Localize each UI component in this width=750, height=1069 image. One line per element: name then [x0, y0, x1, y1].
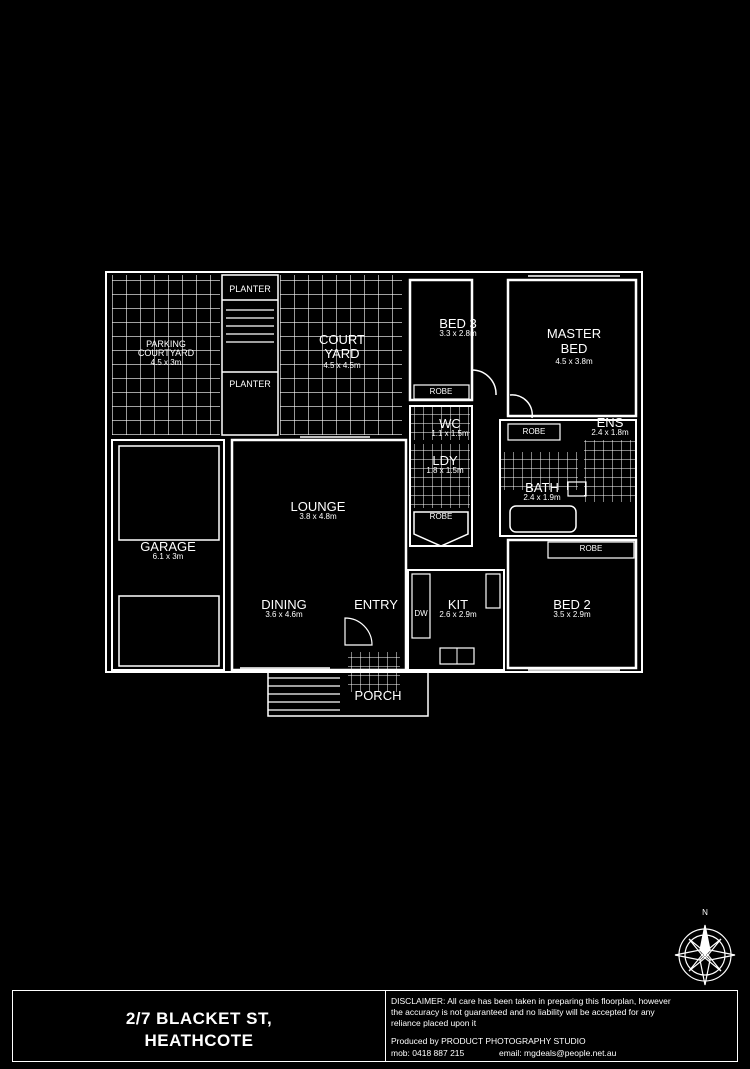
lounge-dining-wall	[230, 438, 408, 672]
porch-paving	[348, 652, 400, 692]
title-block-divider	[385, 991, 386, 1061]
robe-label-ldy: ROBE	[429, 512, 453, 521]
bath-tiles	[500, 452, 578, 490]
dining-label: DINING 3.6 x 4.6m	[261, 597, 307, 619]
master-bed-wall	[506, 278, 638, 418]
ens-tiles	[584, 440, 636, 502]
garage-door-lower	[118, 595, 220, 667]
robe-label-master: ROBE	[522, 427, 546, 436]
court-yard-label: COURT YARD 4.5 x 4.5m	[319, 332, 365, 370]
disclaimer-line-3: reliance placed upon it	[391, 1018, 477, 1028]
hall-door-swing	[471, 369, 497, 396]
compass-rose	[674, 924, 736, 986]
mobile-number: mob: 0418 887 215	[391, 1048, 465, 1058]
disclaimer-line-2: the accuracy is not guaranteed and no li…	[391, 1007, 655, 1017]
planter-area	[221, 274, 279, 436]
kit-label: KIT 2.6 x 2.9m	[439, 597, 477, 619]
robe-label-bed2: ROBE	[579, 544, 603, 553]
kitchen-wall	[407, 569, 505, 671]
bed2-robe	[547, 541, 635, 559]
parking-label: PARKING COURTYARD 4.5 x 3m	[137, 339, 195, 367]
kitchen-bench	[411, 573, 431, 639]
parking-courtyard-paving	[112, 275, 220, 435]
address-line-1: 2/7 BLACKET ST,	[125, 1009, 273, 1028]
bed3-wall	[408, 278, 474, 402]
fridge-space	[485, 573, 501, 609]
produced-by: Produced by PRODUCT PHOTOGRAPHY STUDIO	[391, 1036, 586, 1046]
planter-bottom-label: PLANTER	[229, 379, 271, 389]
email-address: email: mgdeals@people.net.au	[499, 1048, 617, 1058]
master-door-swing	[509, 394, 533, 419]
entry-label: ENTRY	[354, 597, 398, 612]
ens-label: ENS 2.4 x 1.8m	[591, 415, 629, 437]
bath-ens-wall	[499, 419, 637, 537]
porch-label: PORCH	[354, 688, 402, 703]
planter-top-label: PLANTER	[229, 284, 271, 294]
bed2-wall	[506, 538, 638, 670]
bathtub	[509, 505, 577, 533]
address-line-2: HEATHCOTE	[144, 1031, 254, 1050]
bed2-label: BED 2 3.5 x 2.9m	[553, 597, 591, 619]
disclaimer-line-1: DISCLAIMER: All care has been taken in p…	[391, 996, 671, 1006]
garage-door-upper	[118, 445, 220, 541]
master-bed-label: MASTER BED 4.5 x 3.8m	[546, 326, 602, 366]
dishwasher-label: DW	[414, 609, 428, 618]
vanity	[567, 481, 587, 497]
ens-robe	[507, 423, 561, 441]
wc-tiles	[410, 406, 470, 440]
court-yard-paving	[280, 275, 402, 435]
robe-label-bed3: ROBE	[429, 387, 453, 396]
wc-label: WC 1.1 x 1.5m	[431, 416, 469, 438]
ldy-tiles	[410, 444, 470, 508]
courtyard-steps	[226, 309, 274, 343]
bed3-label: BED 3 3.3 x 2.8m	[439, 316, 477, 338]
compass-north-label: N	[702, 908, 708, 917]
lounge-label: LOUNGE 3.8 x 4.8m	[290, 499, 346, 521]
ldy-label: LDY 1.8 x 1.5m	[426, 453, 464, 475]
bed3-robe	[413, 384, 470, 400]
title-block: 2/7 BLACKET ST, HEATHCOTE DISCLAIMER: Al…	[12, 990, 738, 1062]
entry-door-swing	[344, 617, 373, 646]
garage-label: GARAGE 6.1 x 3m	[140, 539, 196, 561]
garage-wall	[111, 439, 225, 671]
ldy-robe	[413, 511, 469, 547]
bath-label: BATH 2.4 x 1.9m	[523, 480, 561, 502]
